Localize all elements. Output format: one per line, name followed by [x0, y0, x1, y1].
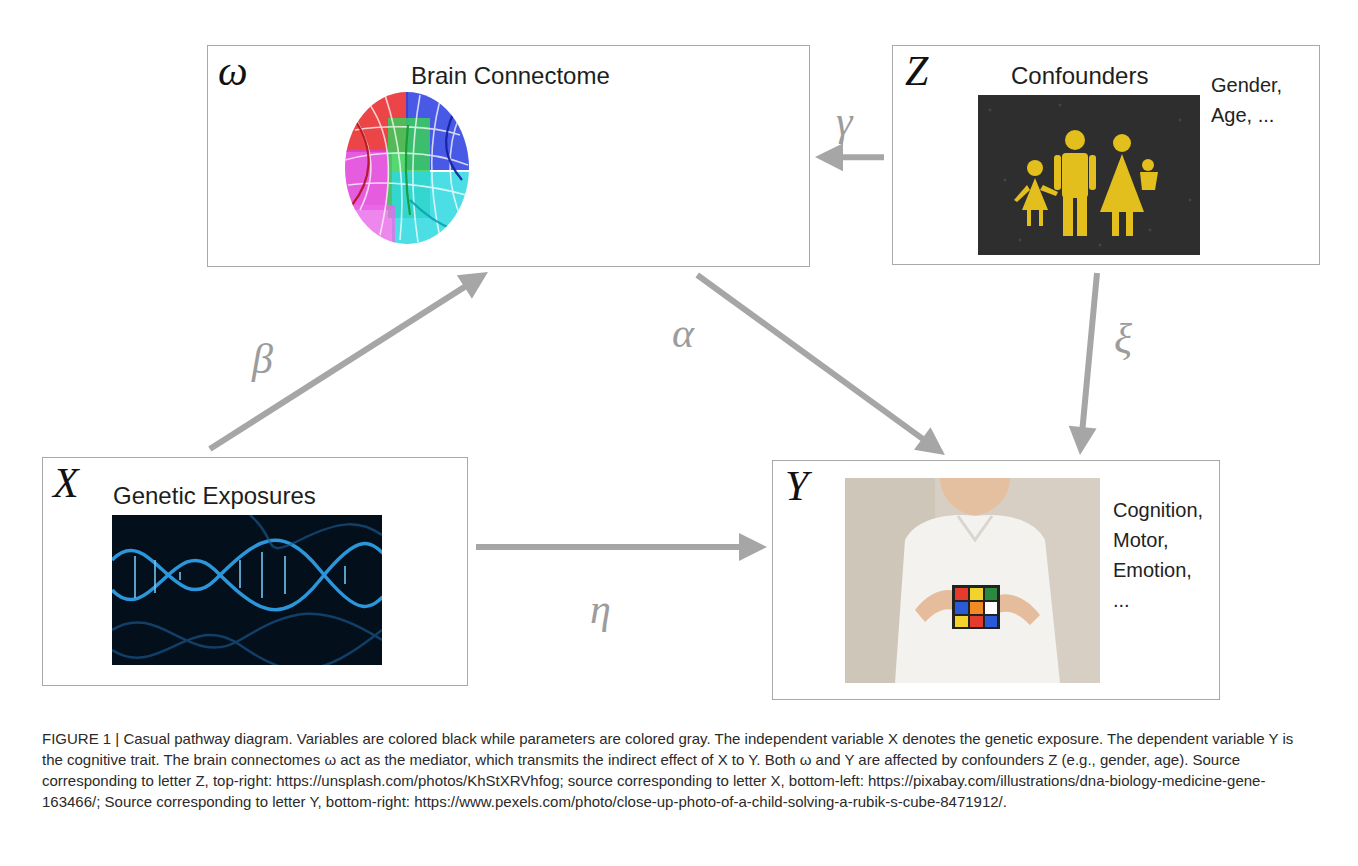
- causal-arrow: [815, 143, 884, 171]
- variable-symbol: Z: [905, 50, 928, 92]
- figure-caption: FIGURE 1 | Casual pathway diagram. Varia…: [42, 728, 1318, 812]
- causal-arrow: [697, 275, 945, 455]
- brain-illustration: [340, 90, 476, 250]
- path-parameter: β: [252, 338, 273, 380]
- path-parameter: η: [590, 588, 611, 630]
- variable-symbol: ω: [218, 50, 248, 92]
- outcome-box: Y Cognition, Motor, Emotion, ...: [772, 460, 1220, 700]
- arrowhead: [457, 272, 488, 299]
- exposure-box: X Genetic Exposures: [42, 457, 468, 686]
- path-parameter: α: [672, 312, 694, 354]
- causal-arrow: [210, 272, 488, 449]
- example-list: Gender, Age, ...: [1211, 70, 1282, 130]
- arrowhead: [739, 533, 767, 561]
- box-heading: Brain Connectome: [411, 62, 610, 91]
- variable-symbol: Y: [785, 465, 808, 507]
- box-heading: Genetic Exposures: [113, 482, 316, 511]
- mediator-box: ω Brain Connectome: [207, 45, 810, 267]
- arrow-shaft: [476, 544, 743, 550]
- child-photo: [845, 478, 1100, 683]
- path-parameter: ξ: [1114, 318, 1132, 360]
- arrow-shaft: [697, 275, 925, 441]
- variable-symbol: X: [53, 462, 79, 504]
- causal-arrow: [1069, 273, 1097, 455]
- arrowhead: [815, 143, 843, 171]
- arrowhead: [1069, 426, 1097, 455]
- arrowhead: [914, 427, 945, 455]
- causal-arrow: [476, 533, 767, 561]
- example-list: Cognition, Motor, Emotion, ...: [1113, 495, 1203, 615]
- box-heading: Confounders: [1011, 62, 1148, 91]
- arrow-shaft: [1082, 273, 1097, 431]
- dna-illustration: [112, 515, 382, 665]
- family-photo: [978, 95, 1200, 255]
- arrow-shaft: [839, 154, 884, 160]
- path-parameter: γ: [836, 100, 853, 142]
- confounder-box: Z Confounders Gender, Age, ...: [892, 45, 1320, 265]
- arrow-shaft: [210, 285, 468, 449]
